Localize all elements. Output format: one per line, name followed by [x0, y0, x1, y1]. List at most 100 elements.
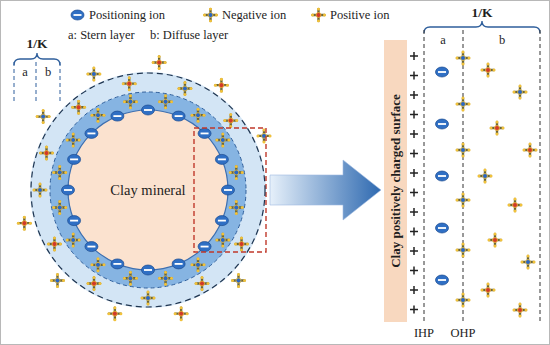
thickness-brace	[424, 21, 540, 33]
surface-charge	[410, 111, 418, 119]
positive-ion	[195, 276, 210, 291]
node-title: Clay mineral	[110, 182, 185, 199]
legend-entry: Positive ion	[311, 8, 389, 23]
diffuse-layer-band	[30, 72, 266, 308]
legend-symbol	[203, 8, 218, 23]
positioning-ion	[222, 185, 235, 195]
positioning-ion	[436, 223, 449, 233]
positioning-ion	[111, 259, 124, 269]
layer-boundary	[36, 62, 37, 104]
positive-ion	[47, 237, 62, 252]
surface-charge	[410, 130, 418, 138]
positive-ion	[152, 55, 167, 70]
negative-ion	[177, 81, 192, 96]
legend-text: Positioning ion	[89, 8, 165, 23]
positioning-ion	[215, 154, 228, 164]
positive-ion	[513, 303, 528, 318]
plane-line	[424, 30, 425, 322]
thickness-brace	[14, 53, 60, 65]
surface-charge	[410, 228, 418, 236]
positive-ion	[490, 121, 505, 136]
positioning-ion	[62, 185, 75, 195]
negative-ion	[52, 165, 67, 180]
positive-ion	[17, 216, 32, 231]
positioning-ion	[172, 111, 185, 121]
negative-ion	[521, 255, 536, 270]
positioning-ion	[142, 265, 155, 275]
surface-charge	[410, 267, 418, 275]
negative-ion	[52, 200, 67, 215]
negative-ion	[90, 108, 105, 123]
plane-line	[540, 30, 541, 322]
negative-ion	[158, 271, 173, 286]
positive-ion	[488, 233, 503, 248]
surface-charge	[410, 306, 418, 314]
negative-ion	[513, 85, 528, 100]
positive-ion	[174, 306, 189, 321]
layer-key: b: Diffuse layer	[150, 28, 228, 42]
stern-layer-band	[50, 92, 246, 288]
surface-charge	[410, 208, 418, 216]
positive-ion	[234, 237, 249, 252]
legend-entry: Negative ion	[203, 8, 286, 23]
positive-ion	[481, 63, 496, 78]
negative-ion	[215, 132, 230, 147]
node-title: Clay positively charged surface	[388, 94, 404, 268]
negative-ion	[66, 132, 81, 147]
negative-ion	[456, 97, 471, 112]
positive-ion	[71, 100, 86, 115]
negative-ion	[191, 257, 206, 272]
layer-key: a: Stern layer	[68, 28, 135, 42]
positioning-ion	[215, 216, 228, 226]
positioning-ion	[85, 242, 98, 252]
layer-letter: a	[440, 33, 446, 47]
positive-ion	[39, 146, 54, 161]
plane-label: OHP	[450, 326, 475, 340]
negative-ion	[50, 273, 65, 288]
legend-text: Positive ion	[330, 8, 389, 23]
negative-ion	[158, 94, 173, 109]
legend-symbol	[70, 8, 85, 23]
plane-label: IHP	[414, 326, 434, 340]
thickness-label: 1/K	[471, 5, 492, 21]
surface-charge	[410, 247, 418, 255]
negative-ion	[456, 243, 471, 258]
positioning-ion	[198, 242, 211, 252]
negative-ion	[478, 169, 493, 184]
positioning-ion	[198, 128, 211, 138]
positioning-ion	[68, 154, 81, 164]
surface-charge	[410, 286, 418, 294]
negative-ion	[456, 51, 471, 66]
negative-ion	[229, 200, 244, 215]
positive-ion	[87, 276, 102, 291]
negative-ion	[66, 233, 81, 248]
legend-symbol	[311, 8, 326, 23]
positioning-ion	[142, 105, 155, 115]
negative-ion	[203, 8, 218, 23]
negative-ion	[36, 109, 51, 124]
negative-ion	[90, 257, 105, 272]
legend-text: Negative ion	[222, 8, 286, 23]
clay-particle: Clay mineral	[30, 72, 266, 308]
positioning-ion	[172, 259, 185, 269]
plane-line	[463, 30, 464, 322]
positioning-ion	[436, 275, 449, 285]
layer-boundary	[60, 62, 61, 104]
surface-charge	[410, 169, 418, 177]
positioning-ion	[85, 128, 98, 138]
negative-ion	[215, 233, 230, 248]
positioning-ion	[436, 119, 449, 129]
negative-ion	[456, 193, 471, 208]
layer-letter: a	[22, 65, 28, 79]
positive-ion	[122, 76, 137, 91]
negative-ion	[191, 108, 206, 123]
negative-ion	[86, 66, 101, 81]
negative-ion	[231, 273, 246, 288]
positioning-ion	[71, 10, 84, 20]
positioning-ion	[436, 67, 449, 77]
positioning-ion	[68, 216, 81, 226]
negative-ion	[456, 293, 471, 308]
